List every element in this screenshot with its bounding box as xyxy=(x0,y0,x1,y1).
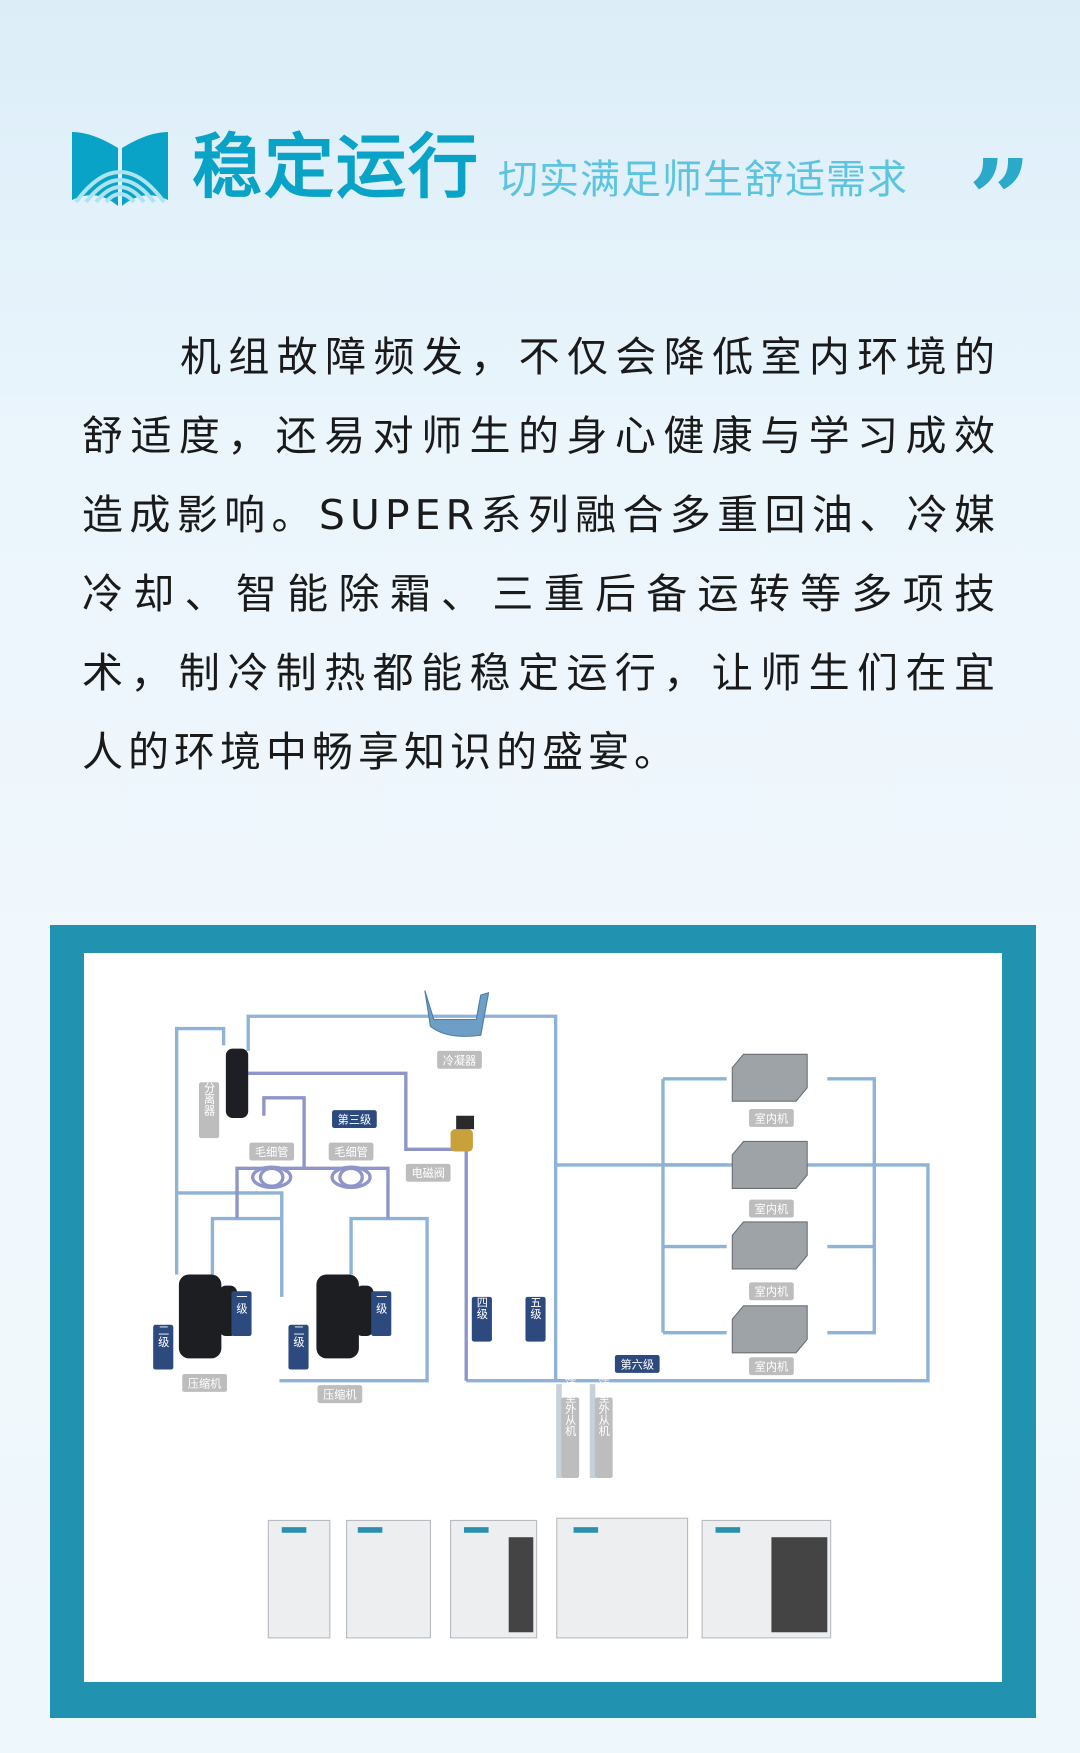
outdoor-link-label: 连接室外从机 xyxy=(597,1369,610,1436)
stage5-label: 第五级 xyxy=(529,1285,542,1320)
compressor-label: 压缩机 xyxy=(188,1376,221,1390)
compressor-label: 压缩机 xyxy=(323,1388,356,1402)
outdoor-link-pipes xyxy=(556,1384,596,1478)
compressor-icon xyxy=(178,1274,374,1359)
oil-separator-icon xyxy=(225,1048,249,1118)
navy-labels xyxy=(153,1110,660,1373)
stage4-label: 第四级 xyxy=(475,1285,488,1320)
outdoor-unit-icon xyxy=(267,1517,832,1639)
solenoid-valve-icon xyxy=(450,1115,475,1152)
capillary-label: 毛细管 xyxy=(334,1145,367,1159)
stage2-label: 第二级 xyxy=(157,1312,170,1347)
section-subtitle: 切实满足师生舒适需求 xyxy=(498,157,908,203)
description-text: 机组故障频发，不仅会降低室内环境的舒适度，还易对师生的身心健康与学习成效造成影响… xyxy=(82,333,1000,776)
open-book-logo-icon xyxy=(72,132,168,206)
section-title: 稳定运行 xyxy=(192,126,480,208)
stage1-label: 第一级 xyxy=(235,1279,248,1314)
indoor-unit-icon xyxy=(731,1053,808,1354)
gray-labels xyxy=(182,1050,794,1478)
description-paragraph: 机组故障频发，不仅会降低室内环境的舒适度，还易对师生的身心健康与学习成效造成影响… xyxy=(82,318,1000,792)
stage1-label: 第一级 xyxy=(375,1279,388,1314)
indoor-unit-label: 室内机 xyxy=(755,1285,788,1299)
condenser-label: 冷凝器 xyxy=(443,1053,476,1067)
solenoid-valve-label: 电磁阀 xyxy=(411,1166,444,1180)
oil-return-pipes xyxy=(235,1071,468,1381)
outdoor-link-label: 连接室外从机 xyxy=(564,1369,577,1436)
indoor-unit-label: 室内机 xyxy=(755,1360,788,1374)
capillary-label: 毛细管 xyxy=(255,1145,288,1159)
capillary-coil-icon xyxy=(251,1165,372,1189)
condenser-icon xyxy=(424,990,490,1037)
indoor-unit-label: 室内机 xyxy=(755,1111,788,1125)
stage2-label: 第二级 xyxy=(292,1312,305,1347)
indoor-unit-label: 室内机 xyxy=(755,1202,788,1216)
oil-separator-label: 油分离器 xyxy=(203,1070,216,1117)
stage3-label: 第三级 xyxy=(338,1113,371,1127)
quote-mark-icon: ” xyxy=(968,135,1032,264)
stage6-label: 第六级 xyxy=(621,1357,654,1371)
